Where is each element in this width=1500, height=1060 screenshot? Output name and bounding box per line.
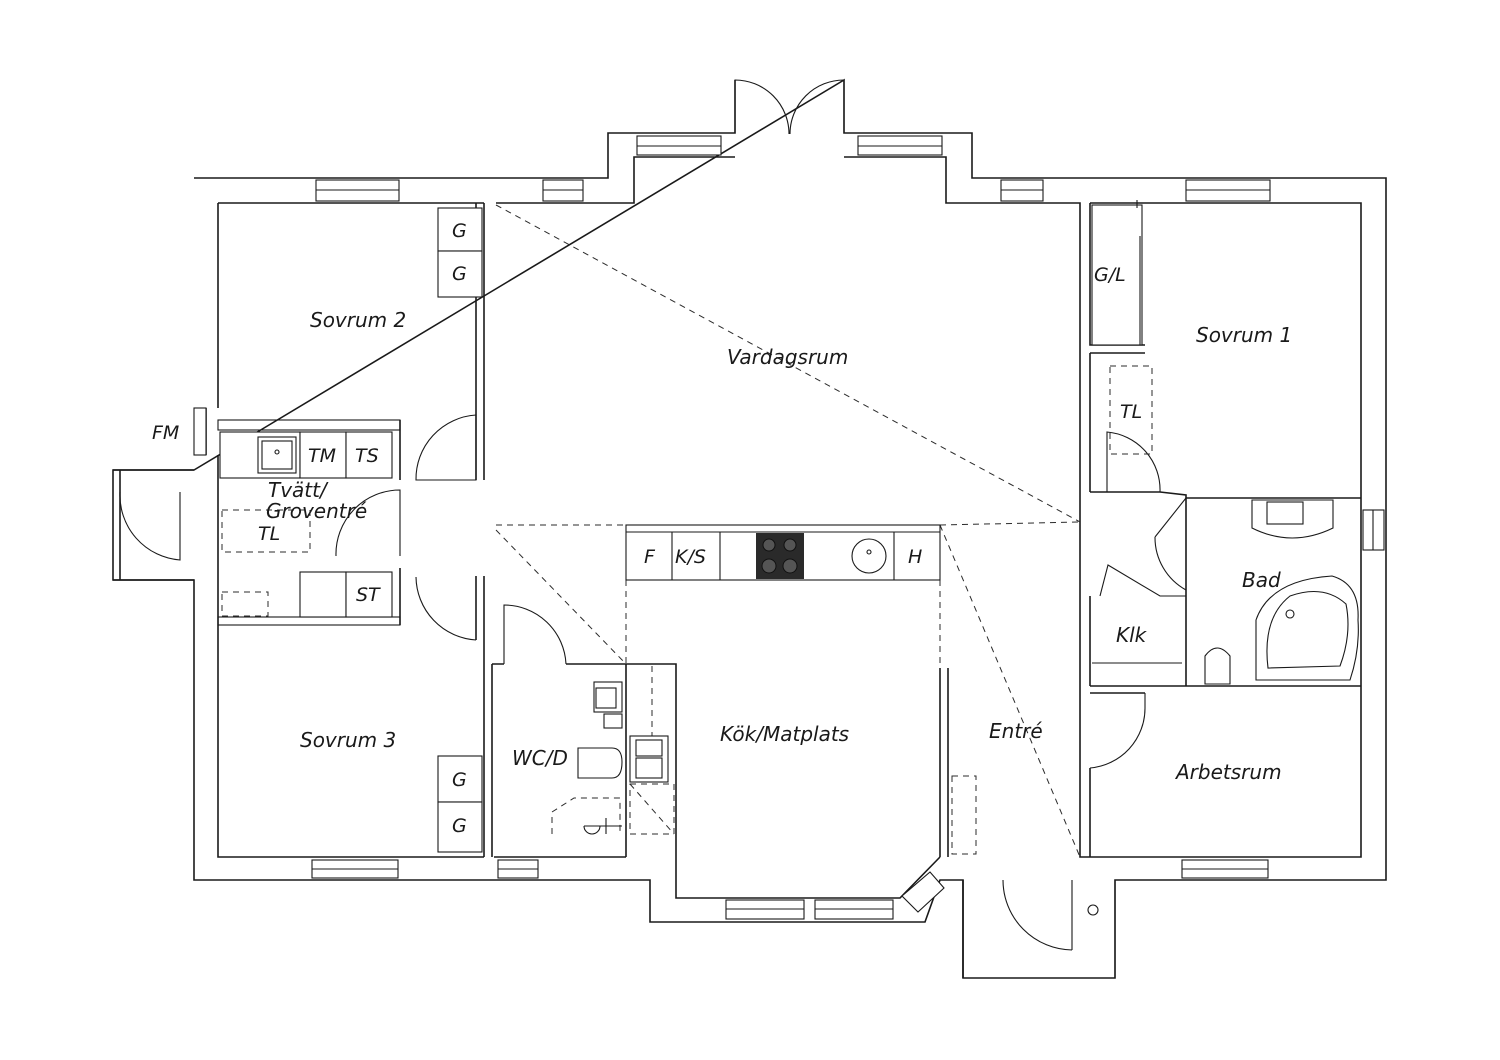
lamp-icon: [1087, 904, 1099, 916]
fixture-label-f: F: [644, 546, 656, 568]
fixture-label-st: ST: [356, 584, 381, 606]
room-label-sovrum3: Sovrum 3: [300, 728, 396, 752]
window: [193, 407, 207, 456]
door: [415, 576, 477, 641]
room-label-arbetsrum: Arbetsrum: [1174, 760, 1282, 784]
tumble-dryer: [345, 431, 393, 479]
stove-icon: [756, 533, 804, 579]
wardrobe: [437, 755, 483, 803]
bathtub-icon: [1255, 575, 1359, 681]
toilet-icon: [577, 747, 623, 779]
room-label-bad: Bad: [1242, 568, 1281, 592]
shower-icon: [603, 713, 623, 729]
wall-tvatt-sovrum3: [217, 616, 401, 626]
door: [734, 79, 790, 135]
wall-sovrum2-tvatt: [217, 419, 401, 431]
room-label-wc: WC/D: [512, 746, 568, 770]
room-labels: Sovrum 2 Vardagsrum Sovrum 1 Sovrum 3 Tv…: [266, 308, 1292, 784]
fixture-labels: G G G G G/L TL TL TM TS ST FM F K/S H: [152, 220, 1142, 837]
fixture-label-g: G: [452, 263, 467, 285]
fixture-label-g: G: [452, 220, 467, 242]
kitchen-sink-icon: [851, 538, 887, 574]
fixture-label-ts: TS: [355, 445, 379, 467]
fixtures: [219, 200, 1359, 978]
storage-cabinet: [345, 571, 393, 618]
toilet-icon: [1204, 647, 1231, 685]
wardrobe: [437, 250, 483, 298]
room-label-kok: Kök/Matplats: [720, 722, 849, 746]
room-label-sovrum1: Sovrum 1: [1196, 323, 1292, 347]
fixture-label-fm: FM: [152, 422, 179, 444]
room-label-klk: Klk: [1116, 623, 1148, 647]
windows: [193, 135, 1385, 920]
room-label-groventre: Groventré: [266, 499, 367, 523]
door: [1099, 564, 1186, 597]
door: [335, 489, 401, 557]
fixture-label-g: G: [452, 815, 467, 837]
fixture-label-g: G: [452, 769, 467, 791]
door: [1089, 693, 1146, 769]
window: [901, 871, 945, 913]
fixture-label-tl: TL: [1120, 401, 1142, 423]
door: [1002, 879, 1073, 951]
shower-tap-icon: [583, 818, 622, 835]
wardrobe: [437, 801, 483, 853]
room-label-vardagsrum: Vardagsrum: [727, 345, 848, 369]
fixture-label-gl: G/L: [1094, 264, 1126, 286]
door: [415, 414, 477, 481]
wardrobe: [1091, 204, 1143, 346]
door: [789, 79, 845, 135]
room-label-sovrum2: Sovrum 2: [310, 308, 406, 332]
door: [503, 604, 567, 665]
washing-machine: [299, 431, 347, 479]
door: [1154, 497, 1187, 591]
wardrobe: [437, 207, 483, 252]
room-label-tvatt: Tvätt/: [268, 478, 329, 502]
fixture-label-ks: K/S: [675, 546, 706, 568]
fixture-label-h: H: [908, 546, 922, 568]
doors: [119, 79, 1187, 951]
room-label-entre: Entré: [989, 719, 1043, 743]
fixture-label-tm: TM: [308, 445, 336, 467]
door: [1106, 431, 1161, 493]
dashed-lines: [221, 204, 1153, 858]
door: [119, 491, 181, 561]
fixture-label-tl: TL: [258, 523, 280, 545]
cabinet: [299, 571, 347, 618]
